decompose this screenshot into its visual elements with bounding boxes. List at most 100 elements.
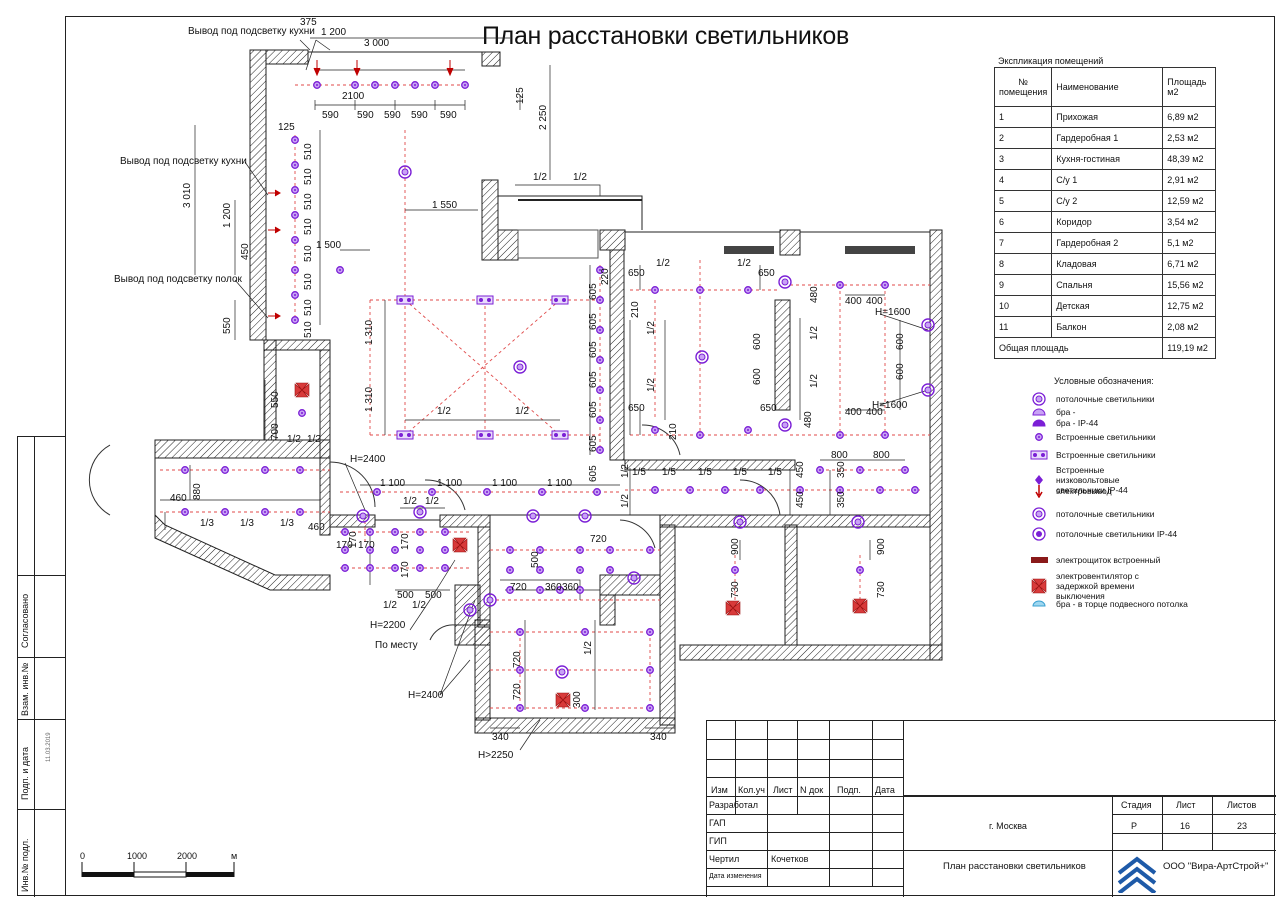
tb-rule: [707, 759, 903, 760]
ceiling-light-icon: [778, 418, 792, 432]
leader-lines: [234, 39, 929, 751]
scale-bar: [81, 862, 235, 878]
dim-label: 1/2: [437, 406, 451, 417]
room-number-cell: 6: [993, 211, 1053, 233]
dim-label: 1/2: [809, 326, 820, 340]
room-name-cell: С/у 2: [1051, 190, 1164, 212]
tb-rule: [707, 886, 903, 887]
ceiling-light-icon: [526, 509, 540, 523]
company-logo: [1117, 853, 1157, 893]
room-name-cell: Гардеробная 2: [1051, 232, 1164, 254]
dim-label: 590: [322, 110, 339, 121]
balcony-block: [517, 229, 599, 259]
dim-label: 800: [831, 450, 848, 461]
dim-label: 510: [303, 273, 314, 290]
dim-label: 590: [357, 110, 374, 121]
recessed-double-light-icon: [396, 430, 414, 440]
total-value: 119,19 м2: [1162, 337, 1217, 359]
tb-rule: [797, 721, 798, 814]
legend-item: Встроенные светильники: [1030, 448, 1156, 462]
dim-label: 500: [425, 590, 442, 601]
tb-role: Чертил: [709, 854, 740, 864]
room-number-cell: 7: [993, 232, 1053, 254]
dim-label: 550: [270, 391, 281, 408]
tb-rule: [735, 721, 736, 814]
height-label: H=2400: [350, 454, 386, 465]
scale-label: м: [231, 851, 238, 861]
legend-label: Встроенные светильники: [1056, 432, 1156, 442]
dim-label: 605: [588, 435, 599, 452]
legend-item: Встроенные низковольтовые светильники IP…: [1030, 465, 1166, 495]
dim-label: 1/2: [307, 434, 321, 445]
tb-col-header: N док: [800, 785, 824, 795]
ceiling-light-icon: [695, 350, 709, 364]
legend-label: бра - IP-44: [1056, 418, 1099, 428]
room-name-cell: Кухня-гостиная: [1051, 148, 1164, 170]
tb-col-header: Кол.уч: [738, 785, 765, 795]
shelf-lighting-label: Вывод под подсветку полок: [114, 274, 242, 285]
tb-rule: [707, 868, 903, 869]
dim-label: 510: [303, 143, 314, 160]
legend-item: потолочные светильники: [1030, 507, 1154, 521]
electrical-panel-icon: [1030, 553, 1048, 567]
dim-label: 1/2: [620, 464, 631, 478]
legend-item: электрощиток встроенный: [1030, 553, 1160, 567]
tb-col-header: Дата: [875, 785, 895, 795]
recessed-double-light-icon: [551, 430, 569, 440]
ceiling-light-icon: [578, 509, 592, 523]
dim-label: 1/2: [583, 641, 594, 655]
dim-label: 460: [170, 493, 187, 504]
dim-label: 1/2: [646, 321, 657, 335]
legend-item: бра - в торце подвесного потолка: [1030, 597, 1188, 611]
legend-item: бра - IP-44: [1030, 416, 1098, 430]
room-area-cell: 12,75 м2: [1162, 295, 1217, 317]
ceiling-light-ip44-icon: [1030, 527, 1048, 541]
tb-sheet-title: План расстановки светильников: [943, 861, 1086, 872]
legend-label: бра -: [1056, 407, 1076, 417]
scale-label: 2000: [177, 851, 198, 861]
dim-label: 1 200: [321, 27, 347, 38]
dim-label: 360: [545, 582, 562, 593]
dim-label: 880: [192, 483, 203, 500]
dim-label: 220: [600, 268, 611, 285]
legend-item: электровывод: [1030, 484, 1112, 498]
room-number-cell: 1: [993, 106, 1053, 128]
tb-rule: [1112, 796, 1113, 897]
approval-strip: Согласовано Взам. инв.№ Подп. и дата 11.…: [17, 436, 65, 897]
dim-label: 210: [630, 301, 641, 318]
dim-label: 590: [411, 110, 428, 121]
room-number-cell: 10: [993, 295, 1053, 317]
dim-label: 400: [845, 296, 862, 307]
dim-label: 1/2: [656, 258, 670, 269]
dim-label: 1/2: [646, 378, 657, 392]
dim-label: 600: [895, 333, 906, 350]
dim-label: 730: [876, 581, 887, 598]
room-number-cell: 3: [993, 148, 1053, 170]
legend-item: Встроенные светильники: [1030, 430, 1156, 444]
dim-label: 1/2: [737, 258, 751, 269]
dim-label: 510: [303, 245, 314, 262]
room-area-cell: 12,59 м2: [1162, 190, 1217, 212]
dim-label: 400: [866, 407, 883, 418]
room-name-cell: Детская: [1051, 295, 1164, 317]
dim-label: 460: [308, 522, 325, 533]
tb-rule: [707, 832, 903, 833]
on-site-label: По месту: [375, 640, 418, 651]
tb-col-header: Лист: [773, 785, 793, 795]
legend-item: бра -: [1030, 405, 1076, 419]
title-block: Изм Кол.уч Лист N док Подп. Дата Разрабо…: [706, 720, 1276, 897]
room-area-cell: 15,56 м2: [1162, 274, 1217, 296]
tb-rule: [707, 796, 1276, 797]
tb-rule: [903, 795, 1276, 796]
dim-label: 720: [510, 582, 527, 593]
tb-col-header: Подп.: [837, 785, 861, 795]
tb-rule: [707, 777, 903, 778]
dim-label: 170: [400, 561, 411, 578]
dim-label: 375: [300, 17, 317, 28]
dim-label: 605: [588, 313, 599, 330]
